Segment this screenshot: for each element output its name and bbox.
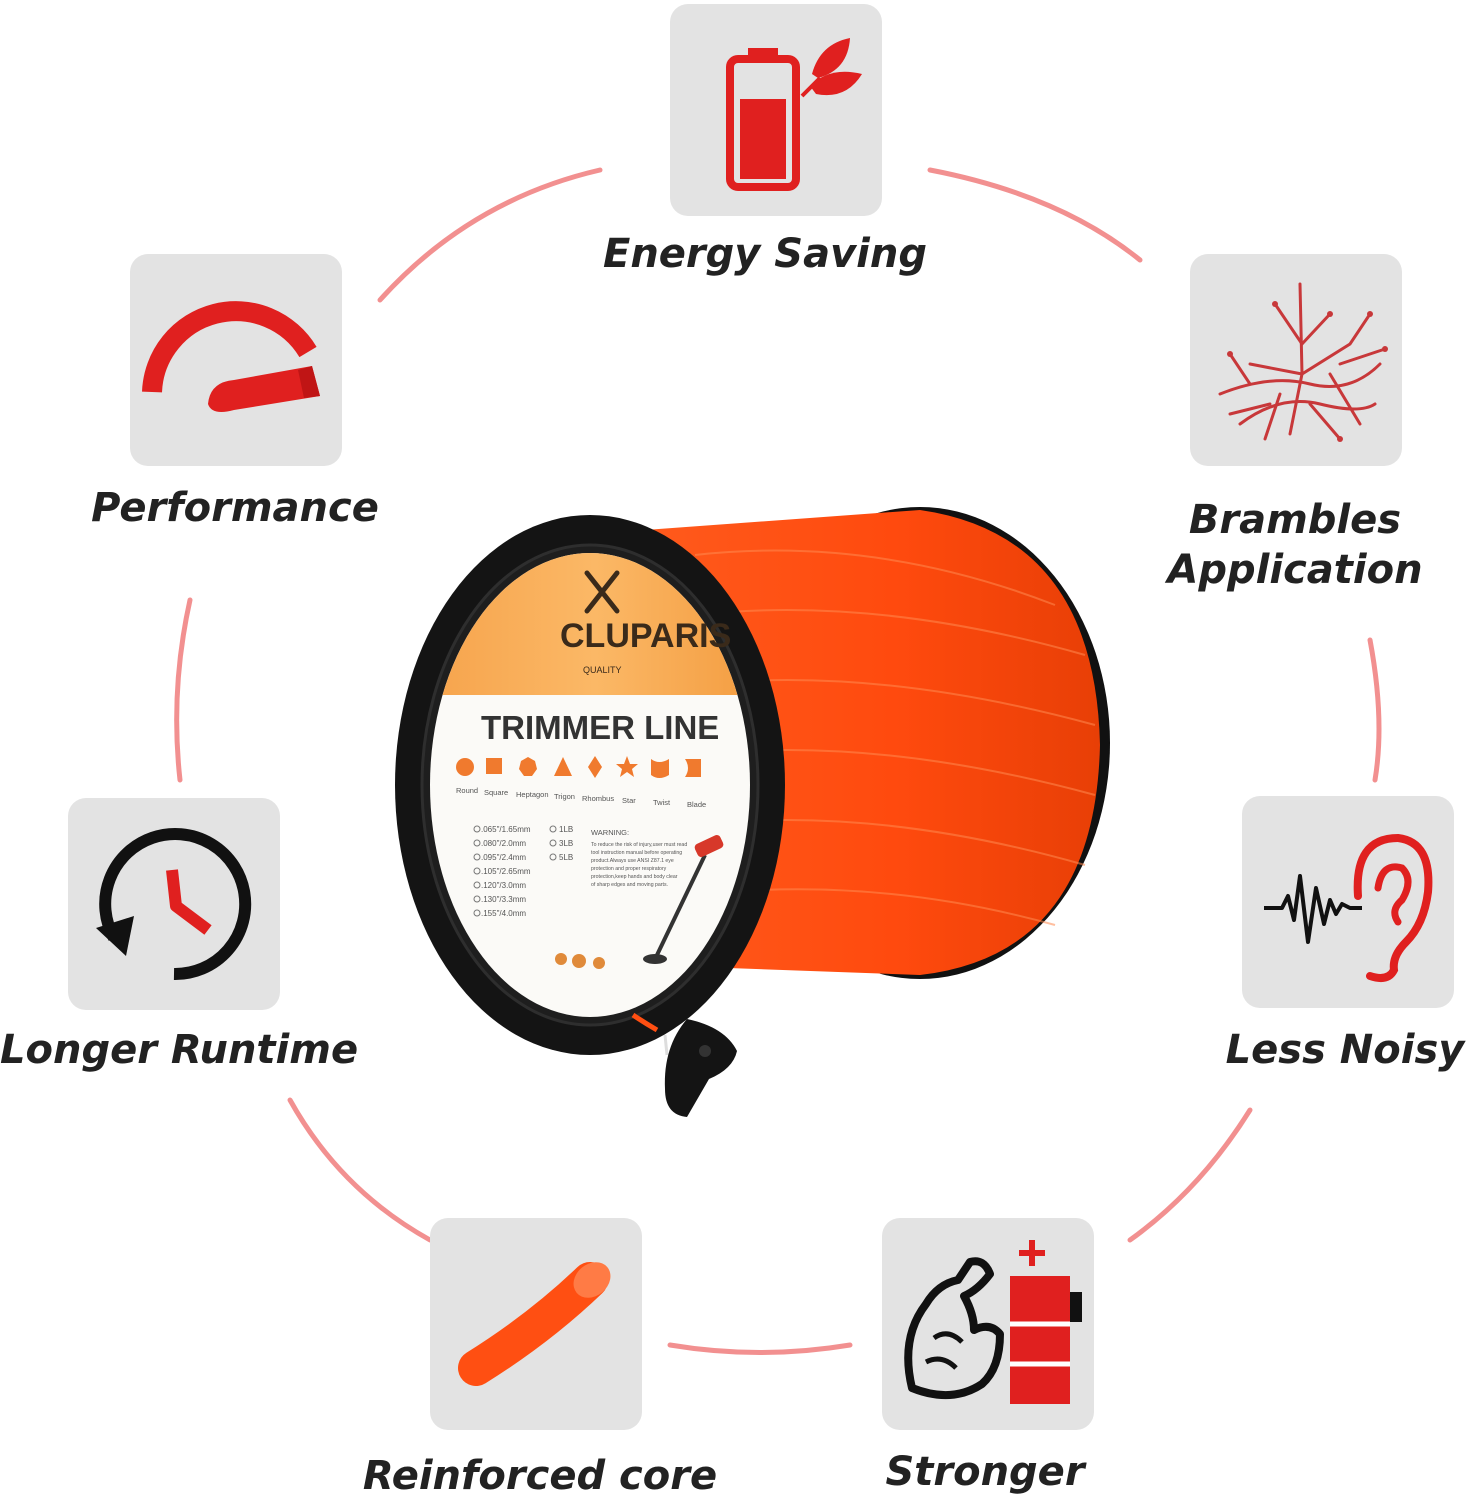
shape-label-twist: Twist <box>653 798 671 807</box>
diameter-option: .080"/2.0mm <box>481 839 526 848</box>
longer-runtime-label: Longer Runtime <box>0 1027 359 1073</box>
safety-icons <box>555 953 605 969</box>
diameter-option: .065"/1.65mm <box>481 825 531 834</box>
brand-name: CLUPARIS <box>560 617 731 655</box>
diameter-option: .120"/3.0mm <box>481 881 526 890</box>
reinforced-core-icon-box <box>430 1218 642 1430</box>
tools-logo-icon <box>584 570 620 614</box>
shape-label-heptagon: Heptagon <box>516 790 549 799</box>
shape-label-rhombus: Rhombus <box>582 794 614 803</box>
diameter-option: .095"/2.4mm <box>481 853 526 862</box>
diameter-option: .130"/3.3mm <box>481 895 526 904</box>
energy-saving-label: Energy Saving <box>603 231 927 277</box>
shape-label-trigon: Trigon <box>554 792 575 801</box>
stronger-icon-box <box>882 1218 1094 1430</box>
reinforced-core-label: Reinforced core <box>362 1453 718 1499</box>
muscle-battery-icon <box>904 1240 1082 1404</box>
energy-saving-icon-box <box>670 4 882 216</box>
warning-line: protection,keep hands and body clear <box>591 874 678 880</box>
trimmer-line-spool: CLUPARIS QUALITY TRIMMER LINE Round Squa… <box>395 507 1110 1117</box>
brand-tagline: QUALITY <box>583 665 622 675</box>
diameter-option: .105"/2.65mm <box>481 867 531 876</box>
performance-label: Performance <box>91 485 379 531</box>
round-shape-icon <box>456 758 474 776</box>
warning-title: WARNING: <box>591 828 629 837</box>
brambles-label-line1: Brambles <box>1188 497 1402 543</box>
blade-shape-icon <box>685 759 701 777</box>
trigon-shape-icon <box>554 757 572 776</box>
brambles-icon-box <box>1190 254 1402 466</box>
shape-label-round: Round <box>456 786 478 795</box>
performance-icon-box <box>130 254 342 466</box>
line-segment-icon <box>458 1262 611 1386</box>
bramble-branches-icon <box>1218 282 1388 442</box>
line-stopper-clip <box>664 1019 737 1117</box>
warning-line: tool instruction manual before operating <box>591 850 682 856</box>
rhombus-shape-icon <box>588 756 602 778</box>
heptagon-shape-icon <box>519 757 537 776</box>
star-shape-icon <box>616 756 638 777</box>
weight-option: 3LB <box>559 839 573 848</box>
less-noisy-icon-box <box>1242 796 1454 1008</box>
ear-sound-wave-icon <box>1264 833 1433 982</box>
speedometer-icon <box>142 301 320 412</box>
battery-leaf-icon <box>726 38 862 191</box>
shape-label-blade: Blade <box>687 800 706 809</box>
square-shape-icon <box>486 758 502 774</box>
twist-shape-icon <box>651 759 669 778</box>
diameter-option: .155"/4.0mm <box>481 909 526 918</box>
less-noisy-label: Less Noisy <box>1225 1027 1465 1073</box>
clock-refresh-icon <box>96 828 252 981</box>
shape-label-star: Star <box>622 796 636 805</box>
stronger-label: Stronger <box>885 1449 1085 1495</box>
warning-line: product.Always use ANSI Z87.1 eye <box>591 858 674 864</box>
warning-line: To reduce the risk of injury,user must r… <box>591 842 687 848</box>
string-trimmer-illustration <box>643 835 724 964</box>
product-title: TRIMMER LINE <box>481 709 719 746</box>
weight-option: 1LB <box>559 825 573 834</box>
shape-label-square: Square <box>484 788 508 797</box>
longer-runtime-icon-box <box>68 798 280 1010</box>
brambles-label-line2: Application <box>1167 547 1423 593</box>
warning-line: of sharp edges and moving parts. <box>591 882 668 888</box>
warning-line: protection and proper respiratory <box>591 866 667 872</box>
weight-option: 5LB <box>559 853 573 862</box>
